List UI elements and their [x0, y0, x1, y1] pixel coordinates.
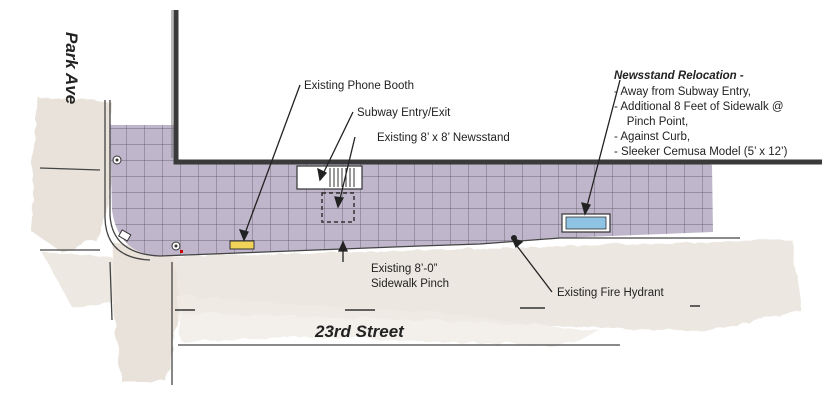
callout-pinch-line-1: Existing 8’-0”: [371, 263, 438, 275]
callout-fire-hydrant: Existing Fire Hydrant: [557, 287, 665, 299]
callout-newsstand: Existing 8’ x 8’ Newsstand: [377, 132, 510, 144]
23rd-street-label: 23rd Street: [314, 322, 405, 341]
phone-booth: [229, 240, 255, 250]
relocation-note: Newsstand Relocation - - Away from Subwa…: [614, 70, 788, 158]
callout-phone-booth: Existing Phone Booth: [304, 80, 414, 92]
callout-subway-entry: Subway Entry/Exit: [357, 107, 451, 119]
building-line: [171, 10, 822, 165]
relocation-item: - Additional 8 Feet of Sidewalk @: [614, 101, 784, 113]
relocation-item: - Away from Subway Entry,: [614, 86, 751, 98]
relocation-item: - Sleeker Cemusa Model (5’ x 12’): [614, 146, 788, 158]
relocation-item: - Against Curb,: [614, 131, 690, 143]
callout-pinch-line-2: Sidewalk Pinch: [371, 278, 449, 290]
lane-markings: [175, 305, 700, 311]
leader-arrows: [238, 79, 621, 293]
sidewalk: [110, 125, 713, 256]
subway-entry: [296, 165, 363, 190]
curb-lines: [39, 100, 740, 385]
street-fixtures: [112, 155, 183, 253]
park-ave-label: Park Ave: [62, 32, 81, 104]
relocation-item: Pinch Point,: [614, 116, 688, 128]
relocation-title: Newsstand Relocation -: [614, 70, 744, 82]
road-wash: [30, 95, 800, 380]
existing-newsstand: [321, 192, 355, 223]
new-newsstand: [561, 213, 611, 233]
